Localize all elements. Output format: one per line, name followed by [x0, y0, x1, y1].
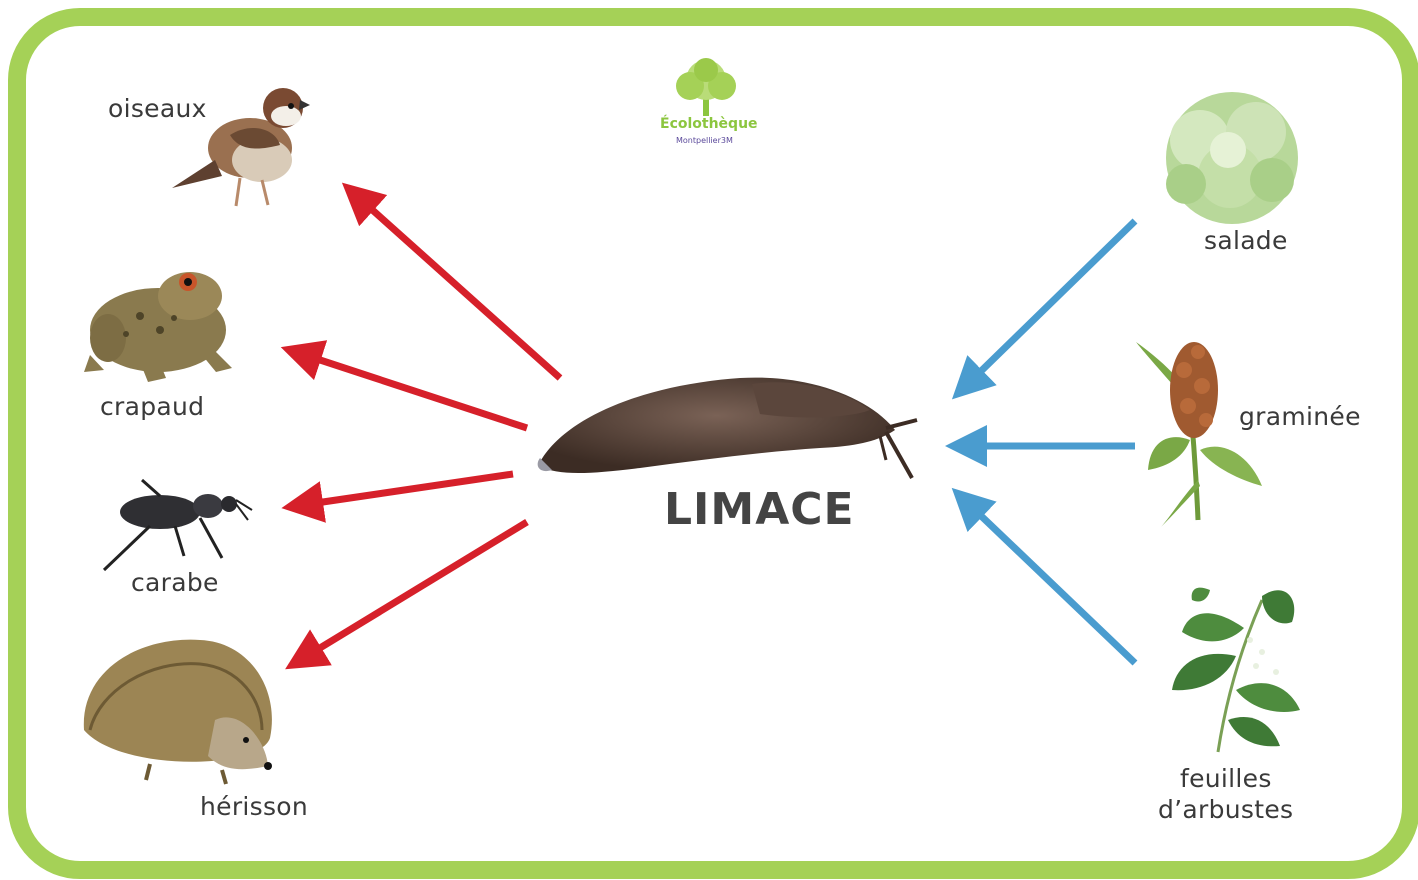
arrow-from-feuilles — [977, 512, 1135, 663]
logo-subtitle: Montpellier3M — [676, 136, 733, 145]
arrow-to-crapaud — [314, 358, 527, 428]
ground-beetle-illustration — [104, 480, 252, 570]
arrow-to-carabe — [316, 474, 513, 503]
hedgehog-illustration — [84, 640, 272, 784]
logo-name: Écolothèque — [660, 116, 758, 132]
predator-label-herisson: hérisson — [200, 792, 308, 821]
predator-label-crapaud: crapaud — [100, 392, 204, 421]
food-label-arbustes: d’arbustes — [1158, 795, 1293, 824]
arrow-to-oiseaux — [368, 206, 560, 378]
grass-grain-illustration — [1136, 342, 1262, 528]
food-label-graminee: graminée — [1239, 402, 1361, 431]
shrub-leaves-illustration — [1172, 588, 1300, 752]
lettuce-illustration — [1166, 92, 1298, 224]
slug-illustration — [538, 378, 917, 478]
predator-label-carabe: carabe — [131, 568, 219, 597]
center-label: LIMACE — [664, 484, 855, 535]
arrow-to-herisson — [315, 522, 527, 651]
toad-illustration — [84, 272, 232, 382]
predator-label-oiseaux: oiseaux — [108, 94, 207, 123]
food-label-feuilles: feuilles — [1180, 764, 1272, 793]
logo-tree-icon — [676, 58, 736, 116]
food-label-salade: salade — [1204, 226, 1288, 255]
arrow-from-salade — [977, 221, 1135, 375]
